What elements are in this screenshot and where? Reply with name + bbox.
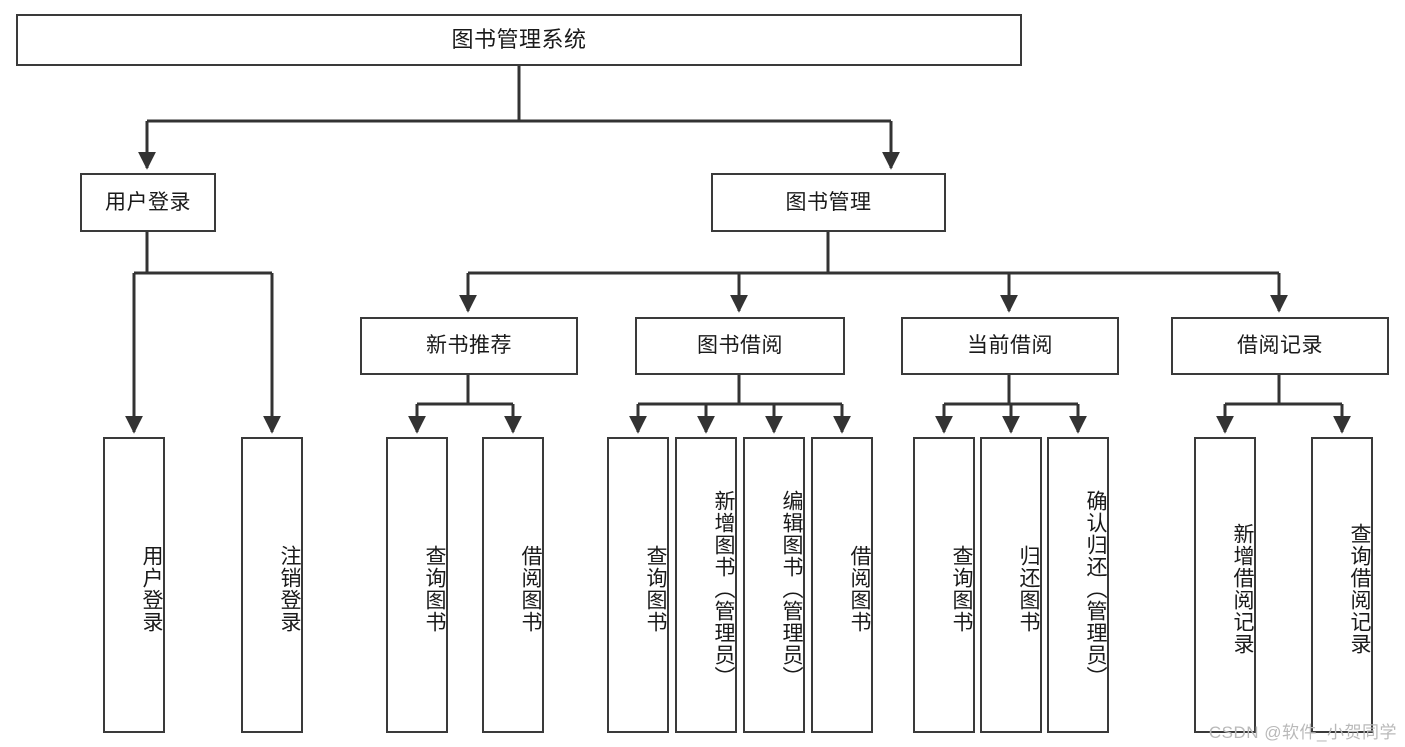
node-label: 借阅图书 — [519, 545, 542, 633]
node-user-login[interactable]: 用户登录 — [80, 173, 216, 232]
csdn-watermark: CSDN @软件_小贺同学 — [1208, 723, 1397, 742]
node-book-manage[interactable]: 图书管理 — [711, 173, 946, 232]
node-leaf-borrow-book-borrow[interactable]: 借阅图书 — [811, 437, 873, 733]
node-label: 图书管理系统 — [451, 26, 587, 52]
node-label: 归还图书 — [1017, 545, 1040, 633]
node-leaf-add-book-admin[interactable]: 新增图书（管理员） — [675, 437, 737, 733]
node-leaf-confirm-return-admin[interactable]: 确认归还（管理员） — [1047, 437, 1109, 733]
node-label: 确认归还（管理员） — [1084, 490, 1107, 688]
node-leaf-add-borrow-record[interactable]: 新增借阅记录 — [1194, 437, 1256, 733]
node-leaf-query-borrow-record[interactable]: 查询借阅记录 — [1311, 437, 1373, 733]
node-label: 借阅记录 — [1237, 334, 1323, 358]
node-leaf-query-book-recommend[interactable]: 查询图书 — [386, 437, 448, 733]
node-leaf-borrow-book-recommend[interactable]: 借阅图书 — [482, 437, 544, 733]
node-new-book-recommend[interactable]: 新书推荐 — [360, 317, 578, 375]
node-label: 查询借阅记录 — [1348, 523, 1371, 655]
node-label: 新增图书（管理员） — [712, 490, 735, 688]
node-current-borrow[interactable]: 当前借阅 — [901, 317, 1119, 375]
node-label: 借阅图书 — [848, 545, 871, 633]
node-label: 注销登录 — [278, 545, 301, 633]
node-leaf-query-book-current[interactable]: 查询图书 — [913, 437, 975, 733]
node-label: 编辑图书（管理员） — [780, 490, 803, 688]
node-leaf-edit-book-admin[interactable]: 编辑图书（管理员） — [743, 437, 805, 733]
node-label: 当前借阅 — [967, 334, 1053, 358]
node-label: 新书推荐 — [426, 334, 512, 358]
node-leaf-logout-login[interactable]: 注销登录 — [241, 437, 303, 733]
node-leaf-user-login[interactable]: 用户登录 — [103, 437, 165, 733]
node-label: 新增借阅记录 — [1231, 523, 1254, 655]
node-label: 查询图书 — [423, 545, 446, 633]
node-label: 查询图书 — [644, 545, 667, 633]
node-label: 用户登录 — [105, 190, 191, 214]
node-label: 用户登录 — [140, 545, 163, 633]
node-borrow-record[interactable]: 借阅记录 — [1171, 317, 1389, 375]
node-leaf-query-book-borrow[interactable]: 查询图书 — [607, 437, 669, 733]
node-leaf-return-book[interactable]: 归还图书 — [980, 437, 1042, 733]
node-label: 图书借阅 — [697, 334, 783, 358]
node-label: 查询图书 — [950, 545, 973, 633]
node-book-borrow[interactable]: 图书借阅 — [635, 317, 845, 375]
node-root-system[interactable]: 图书管理系统 — [16, 14, 1022, 66]
node-label: 图书管理 — [785, 190, 872, 214]
